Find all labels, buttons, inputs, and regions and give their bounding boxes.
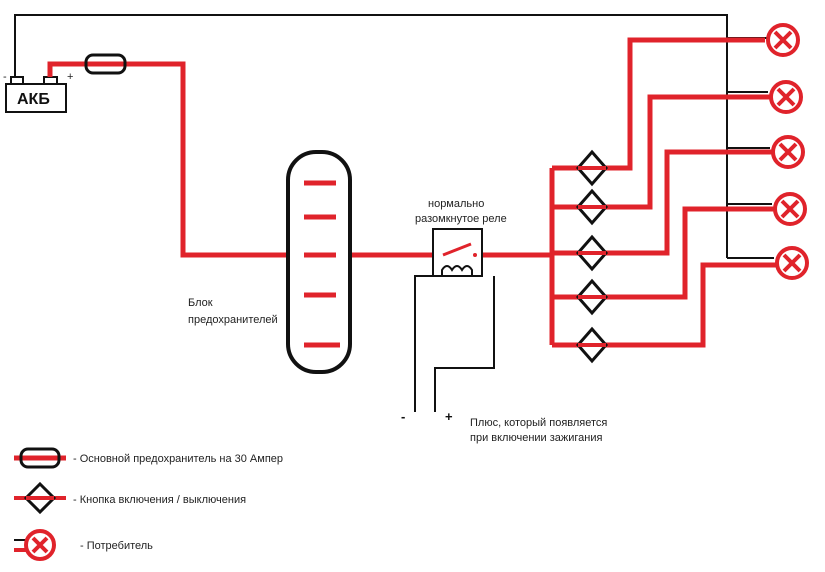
consumer-2 [769, 80, 803, 114]
fuse-block-label-line1: Блок [188, 297, 213, 309]
consumer-5 [775, 246, 809, 280]
power-wiring [47, 37, 776, 348]
ground-wire-top [14, 14, 728, 258]
battery-plus-sign: + [67, 71, 73, 83]
consumers [766, 23, 809, 280]
ignition-wire-plus [434, 276, 495, 412]
legend: - Основной предохранитель на 30 Ампер - … [14, 447, 283, 561]
relay-contact [473, 253, 477, 257]
relay: нормально разомкнутое реле [415, 198, 507, 277]
main-power-wire [47, 61, 288, 258]
feed-wire-5 [606, 262, 776, 348]
ignition-wire-minus [414, 275, 433, 412]
feed-wire-2 [606, 94, 770, 210]
battery-minus-sign: - [3, 71, 7, 83]
relay-coil [441, 265, 473, 276]
ignition-minus-sign: - [401, 409, 405, 424]
legend-button: - Кнопка включения / выключения [14, 481, 246, 515]
legend-consumer-label: - Потребитель [80, 540, 153, 552]
consumer-1 [766, 23, 800, 57]
battery-terminal-minus [10, 76, 24, 85]
buttons [576, 149, 608, 364]
feed-wire-1 [606, 37, 765, 171]
battery-body [5, 83, 67, 113]
battery-label: АКБ [17, 91, 50, 108]
relay-label-line2: разомкнутое реле [415, 213, 507, 225]
feed-wire-4 [606, 206, 774, 300]
battery: АКБ - + [3, 71, 73, 113]
ignition-label-line1: Плюс, который появляется [470, 417, 607, 429]
legend-fuse-label: - Основной предохранитель на 30 Ампер [73, 453, 283, 465]
consumer-3 [771, 135, 805, 169]
ignition-label-line2: при включении зажигания [470, 432, 603, 444]
relay-body [432, 228, 483, 277]
ignition-plus-sign: + [445, 409, 453, 424]
fuse-block-label-line2: предохранителей [188, 314, 278, 326]
ground-wiring [14, 14, 774, 412]
battery-terminal-plus [43, 76, 58, 85]
feed-wire-3 [606, 149, 772, 256]
legend-fuse: - Основной предохранитель на 30 Ампер [14, 447, 283, 469]
ignition-input: - + Плюс, который появляется при включен… [401, 409, 607, 444]
legend-consumer: - Потребитель [14, 529, 153, 561]
legend-button-label: - Кнопка включения / выключения [73, 494, 246, 506]
fuse-block: Блок предохранителей [188, 150, 352, 374]
consumer-4 [773, 192, 807, 226]
main-fuse [84, 53, 127, 75]
legend-fuse-icon [19, 447, 61, 469]
fuse-block-body [286, 150, 352, 374]
relay-label-line1: нормально [428, 198, 484, 210]
legend-consumer-icon [24, 529, 56, 561]
relay-switch-blade [442, 242, 472, 257]
